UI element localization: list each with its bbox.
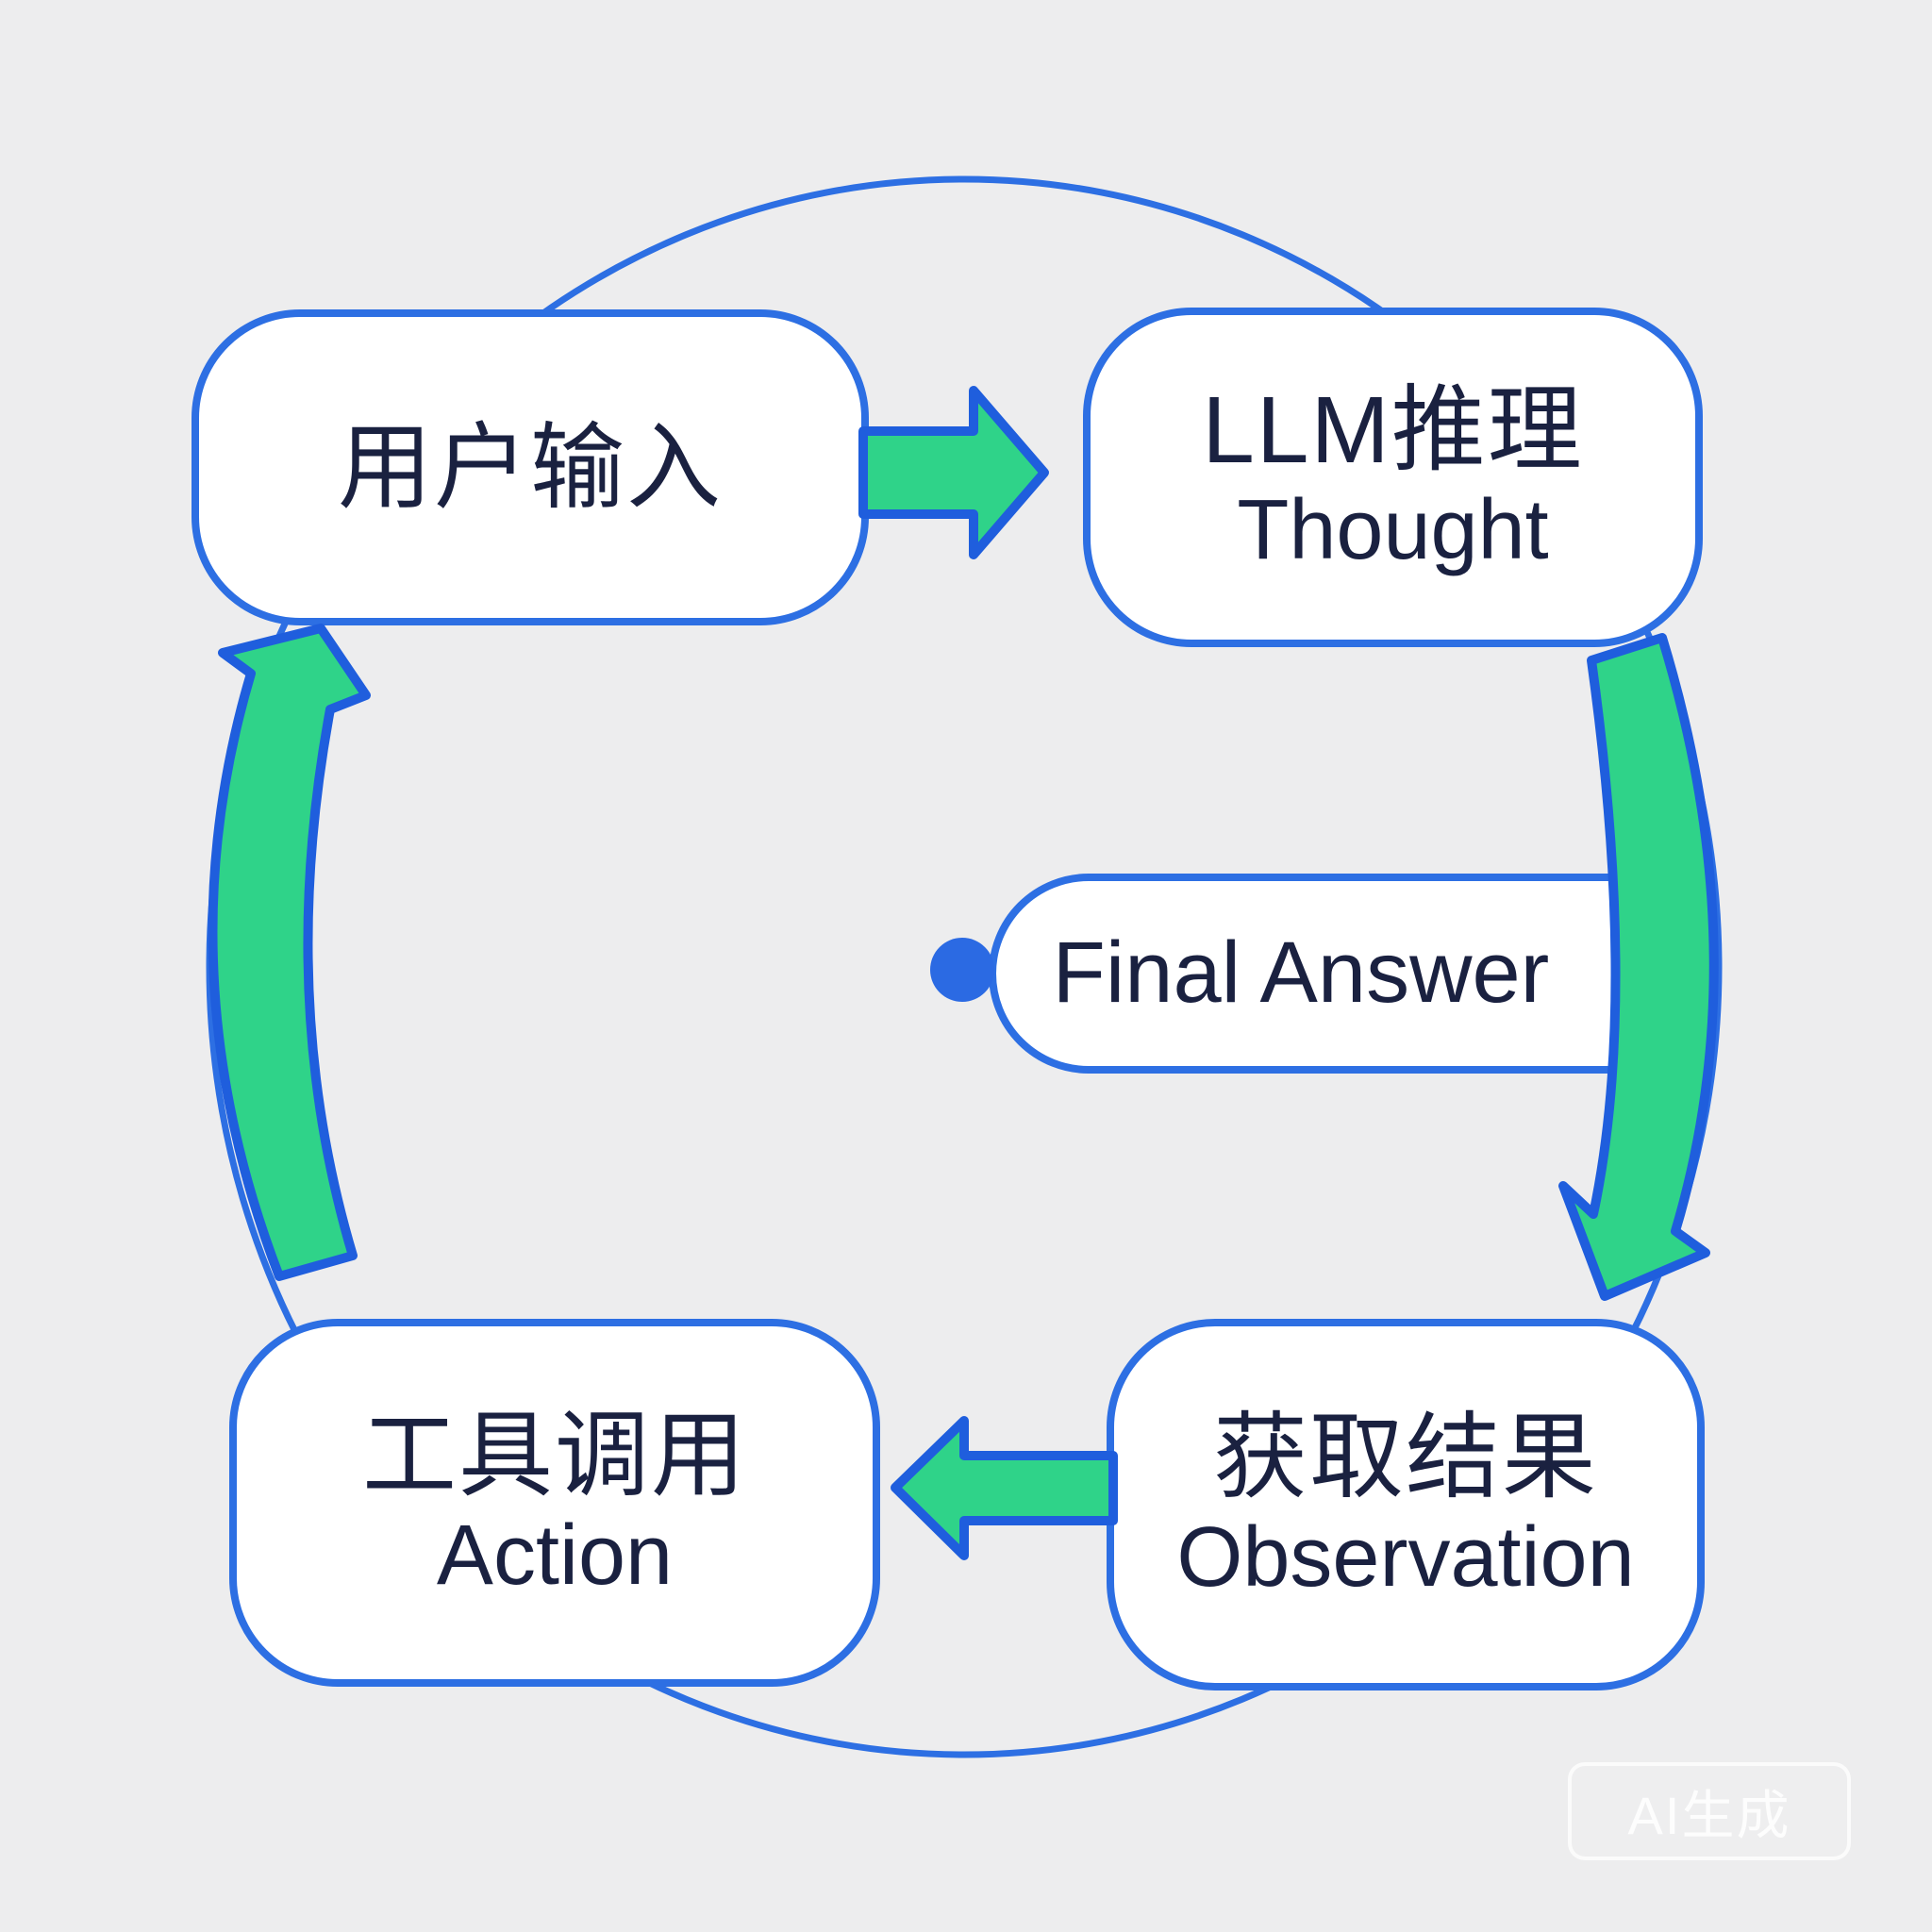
node-tool-action: 工具调用 Action <box>229 1319 880 1687</box>
final-answer-dot-icon <box>930 938 994 1002</box>
green-curved-arrow-down-icon <box>1558 633 1719 1301</box>
tool-action-label-zh: 工具调用 <box>362 1402 747 1508</box>
tool-action-label-en: Action <box>436 1507 674 1603</box>
ai-generated-watermark: AI生成 <box>1568 1762 1851 1860</box>
final-answer-label: Final Answer <box>1052 924 1550 1022</box>
llm-thought-label-en: Thought <box>1237 482 1549 577</box>
node-user-input: 用户输入 <box>192 309 869 625</box>
llm-thought-label-zh: LLM推理 <box>1202 376 1584 483</box>
observation-label-en: Observation <box>1176 1509 1635 1605</box>
user-input-label: 用户输入 <box>338 414 723 521</box>
green-arrow-left-icon <box>891 1416 1118 1560</box>
observation-label-zh: 获取结果 <box>1213 1404 1598 1510</box>
green-arrow-right-icon <box>858 386 1049 559</box>
node-final-answer: Final Answer <box>989 874 1707 1074</box>
ai-generated-watermark-label: AI生成 <box>1627 1785 1791 1845</box>
green-curved-arrow-up-icon <box>208 624 371 1281</box>
node-llm-thought: LLM推理 Thought <box>1083 308 1703 647</box>
